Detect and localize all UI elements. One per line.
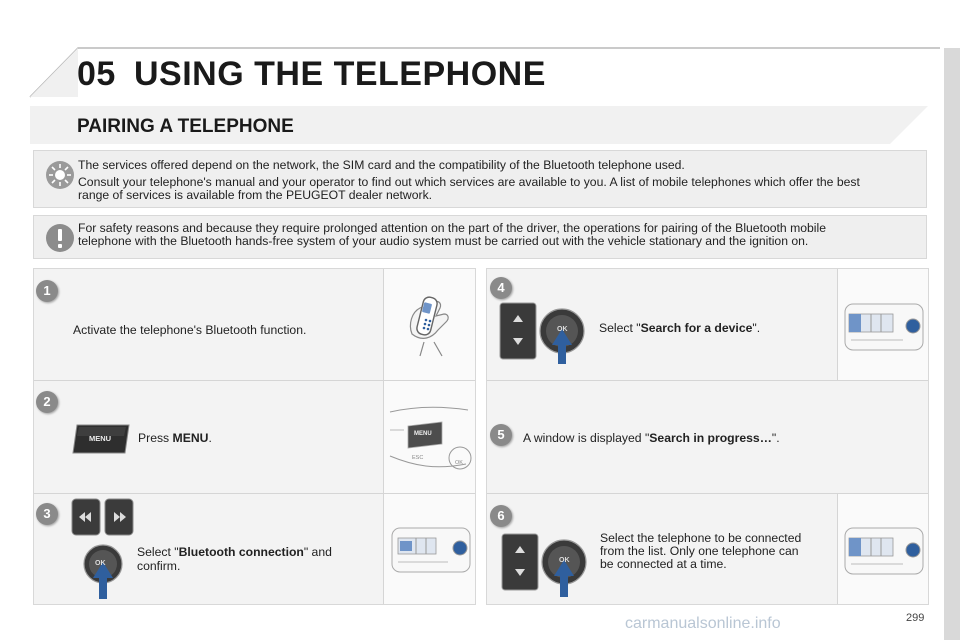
step-badge-4: 4 [490,277,512,299]
dash-esc-label: ESC [412,455,424,461]
menu-key-icon [72,424,130,454]
info-note-line-2: Consult your telephone's manual and your… [78,175,860,189]
step-2-text: Press MENU. [138,431,212,445]
page-number: 299 [906,612,925,624]
watermark: carmanualsonline.info [625,615,781,632]
divider [487,493,928,494]
warning-note-line-2: telephone with the Bluetooth hands-free … [78,234,809,248]
step-badge-2: 2 [36,391,58,413]
step-6-text-line-3: be connected at a time. [600,557,727,571]
dash-ok-label: OK [455,460,463,466]
info-note-panel [33,150,927,208]
step-badge-3: 3 [36,503,58,525]
ok-knob-label: OK [557,326,568,333]
exclamation-icon [46,224,74,252]
step-1-text: Activate the telephone's Bluetooth funct… [73,323,307,337]
dash-menu-label: MENU [414,431,432,437]
header-frame [29,47,940,98]
divider [837,269,838,380]
console-panel-icon [844,303,924,351]
divider [837,494,838,604]
divider [487,380,928,381]
section-title: PAIRING A TELEPHONE [77,116,294,137]
divider [34,493,475,494]
step-6-text-line-1: Select the telephone to be connected [600,531,802,545]
ok-knob-label: OK [95,560,106,567]
chapter-number: 05 [77,55,116,93]
console-panel-icon [844,527,924,575]
seek-buttons-icon [71,498,134,536]
step-4-text: Select "Search for a device". [599,321,761,335]
step-3-text-line-2: confirm. [137,559,181,573]
arrows-ok-icon [499,302,585,364]
page-edge-band [944,48,960,640]
warning-note-panel [33,215,927,259]
step-badge-6: 6 [490,505,512,527]
menu-key-label: MENU [88,434,112,443]
ok-knob-label: OK [559,557,570,564]
step-6-text-line-2: from the list. Only one telephone can [600,544,799,558]
info-note-line-3: range of services is available from the … [78,188,433,202]
dashboard-menu-icon [389,406,472,470]
step-badge-1: 1 [36,280,58,302]
warning-note-line-1: For safety reasons and because they requ… [78,221,826,235]
step-badge-5: 5 [490,424,512,446]
chapter-title: USING THE TELEPHONE [134,55,546,93]
sun-icon [46,161,74,189]
divider [34,380,475,381]
info-note-line-1: The services offered depend on the netwo… [78,158,685,172]
step-3-text: Select "Bluetooth connection" and [137,545,332,559]
ok-knob-icon [83,544,123,599]
hand-phone-icon [409,296,449,357]
divider [383,269,384,604]
console-panel-icon [391,527,471,573]
step-5-text: A window is displayed "Search in progres… [523,431,780,445]
arrows-ok-icon [501,533,587,597]
section-title-band [30,106,928,144]
